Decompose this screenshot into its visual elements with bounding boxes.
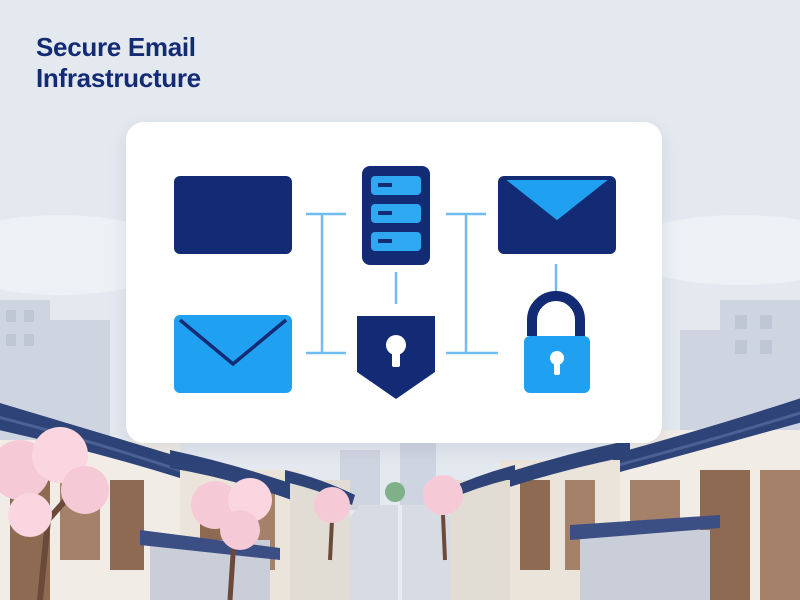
shield-keyhole-icon	[357, 316, 435, 399]
page-title: Secure Email Infrastructure	[36, 32, 201, 94]
envelope-open-icon	[498, 176, 616, 254]
cherry-blossom-tree	[0, 427, 463, 600]
diagram-card	[126, 122, 662, 443]
envelope-closed-icon	[174, 176, 292, 254]
server-rack-icon	[362, 166, 430, 265]
title-line-2: Infrastructure	[36, 63, 201, 93]
connector-lines	[306, 212, 558, 355]
hanok-house-right	[445, 398, 800, 600]
padlock-icon	[524, 291, 590, 393]
envelope-icon	[174, 315, 292, 393]
secure-email-diagram	[174, 166, 616, 399]
title-line-1: Secure Email	[36, 32, 196, 62]
